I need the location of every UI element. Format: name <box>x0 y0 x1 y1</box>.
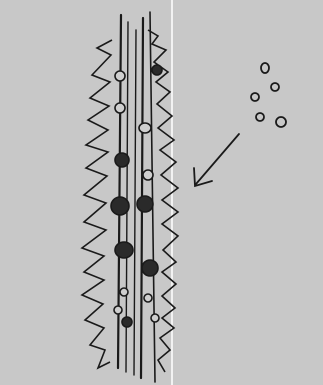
left-spines-icon <box>82 40 112 368</box>
arrow-icon <box>194 134 239 186</box>
spore-cluster-icon <box>251 63 286 127</box>
